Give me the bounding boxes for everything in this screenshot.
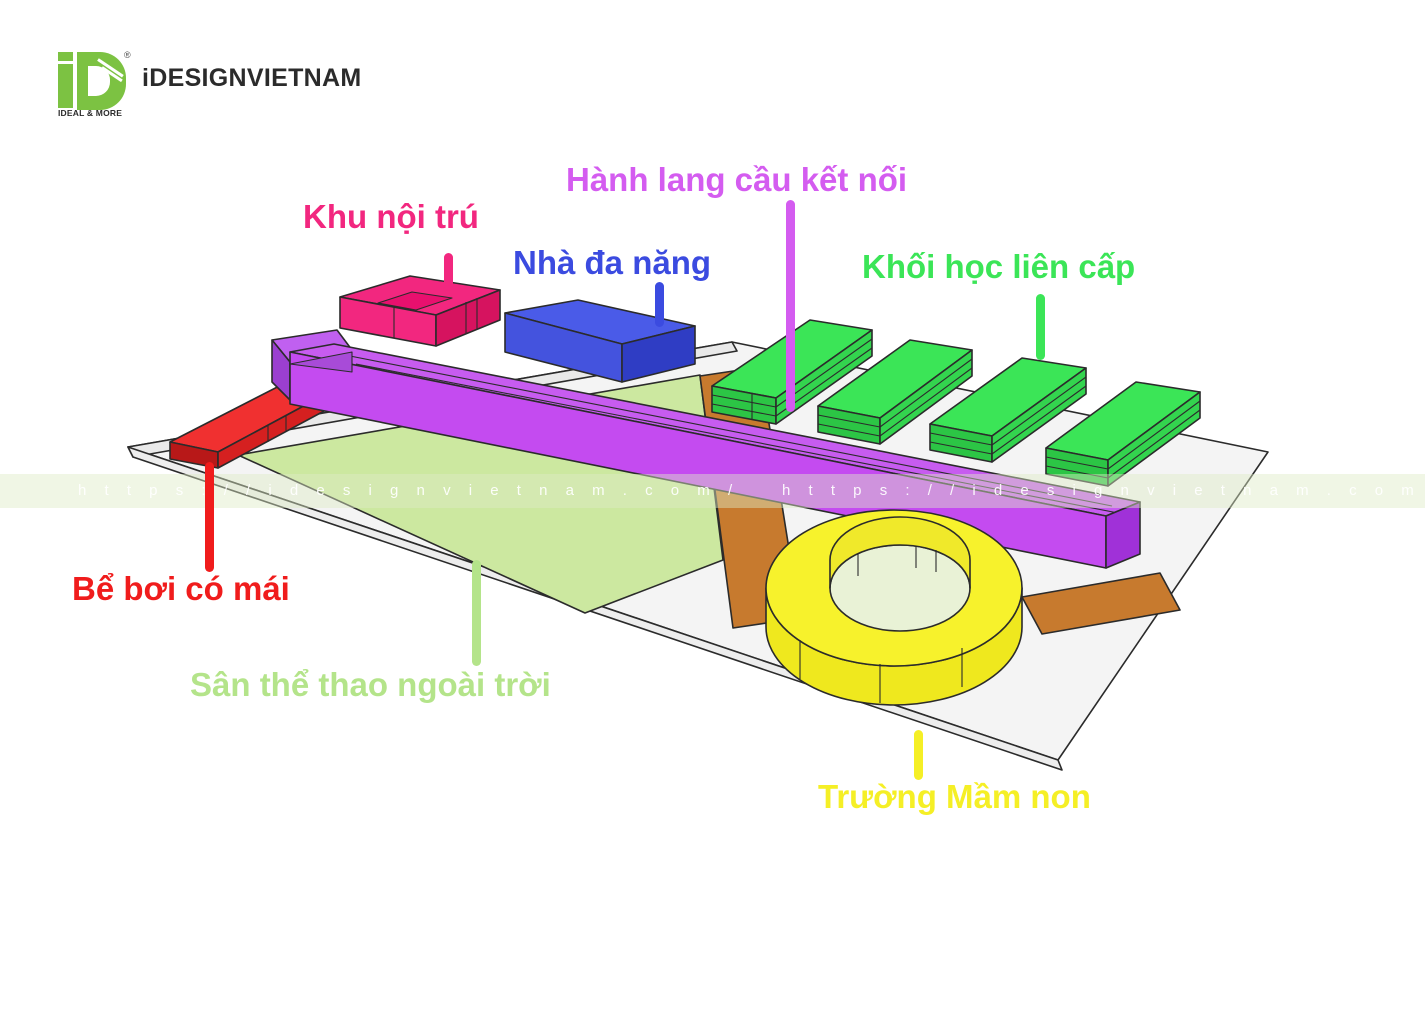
dormitory-block <box>339 275 501 347</box>
id-logo-icon: ® IDEAL & MORE <box>58 50 131 118</box>
classroom-blocks <box>711 319 1201 487</box>
label-khu-noi-tru: Khu nội trú <box>303 198 479 235</box>
classroom-block-4 <box>1045 381 1201 487</box>
classroom-block-3 <box>929 357 1087 463</box>
watermark-band <box>0 474 1425 508</box>
leader-line-khu-noi-tru <box>444 253 453 291</box>
leader-line-be-boi-co-mai <box>205 462 214 572</box>
label-nha-da-nang: Nhà đa năng <box>513 244 712 281</box>
label-khoi-hoc-lien-cap: Khối học liên cấp <box>862 248 1136 285</box>
watermark-text-left: h t t p s : / / i d e s i g n v i e t n … <box>78 482 740 499</box>
logo-tagline: IDEAL & MORE <box>58 108 123 118</box>
logo-wordmark: iDESIGNVIETNAM <box>142 64 362 92</box>
label-be-boi-co-mai: Bể bơi có mái <box>72 570 290 607</box>
leader-line-truong-mam-non <box>914 730 923 780</box>
kindergarten-ring <box>765 509 1023 706</box>
registered-mark: ® <box>124 50 131 60</box>
leader-line-khoi-hoc-lien-cap <box>1036 294 1045 360</box>
leader-line-nha-da-nang <box>655 282 664 327</box>
watermark-text-right: h t t p s : / / i d e s i g n v i e t n … <box>782 482 1425 499</box>
classroom-block-2 <box>817 339 973 445</box>
label-hanh-lang-cau: Hành lang cầu kết nối <box>566 161 908 198</box>
leader-line-hanh-lang-cau <box>786 200 795 412</box>
multipurpose-hall <box>504 299 696 383</box>
brand-logo[interactable]: ® IDEAL & MORE iDESIGNVIETNAM <box>58 50 362 118</box>
leader-line-san-the-thao <box>472 560 481 666</box>
label-truong-mam-non: Trường Mầm non <box>818 778 1091 815</box>
label-san-the-thao: Sân thể thao ngoài trời <box>190 666 551 703</box>
